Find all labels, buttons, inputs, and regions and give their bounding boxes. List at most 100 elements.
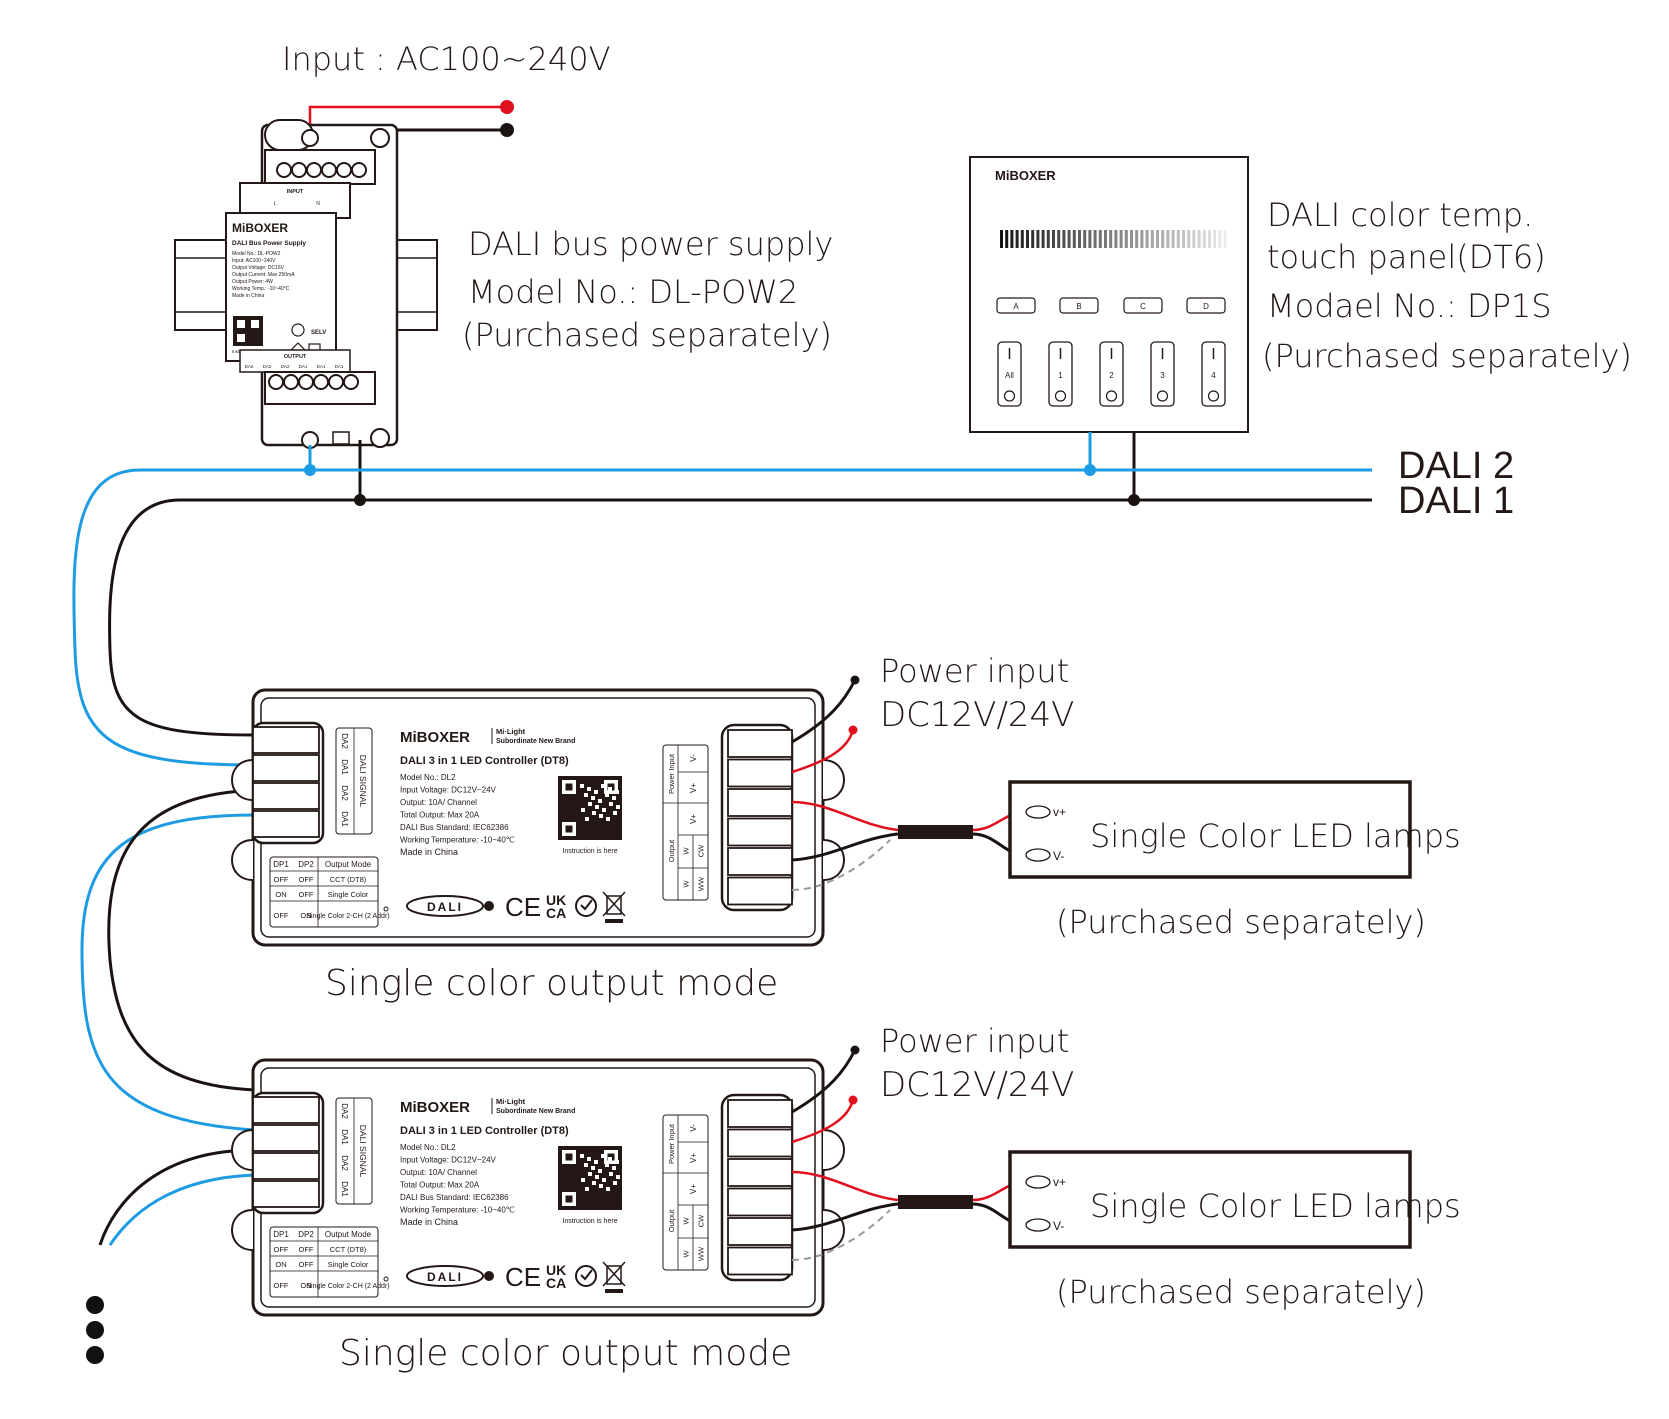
dip-header: Output Mode bbox=[325, 1230, 372, 1239]
output-terminal-slot[interactable] bbox=[727, 1217, 793, 1246]
scene-button-b-label: B bbox=[1076, 302, 1081, 311]
cct-slider-bar bbox=[1083, 230, 1087, 248]
output-terminal-slot[interactable] bbox=[727, 1128, 793, 1158]
dali1-onward bbox=[98, 1148, 256, 1246]
dip-cell: CCT (DT8) bbox=[330, 1245, 367, 1254]
zone-button-3[interactable]: 3 bbox=[1150, 341, 1175, 407]
weee-bin-icon bbox=[602, 891, 626, 923]
dip-cell: OFF bbox=[274, 911, 289, 920]
controller-spec: Working Temperature: -10~40℃ bbox=[400, 836, 515, 845]
output-terminal-slot[interactable] bbox=[727, 758, 793, 788]
output-header: Output bbox=[667, 1209, 676, 1232]
zone-button-3-label: 3 bbox=[1160, 371, 1165, 380]
junction-dot bbox=[304, 464, 316, 476]
output-term: WW bbox=[697, 876, 706, 891]
dali-terminal-block bbox=[251, 721, 325, 845]
ps-spec: Output Voltage: DC16V bbox=[232, 265, 285, 271]
lamp-vplus-terminal bbox=[1025, 1175, 1051, 1189]
cct-slider[interactable] bbox=[1000, 230, 1227, 248]
dali-terminal-slot[interactable] bbox=[252, 810, 320, 838]
cct-slider-bar bbox=[1010, 230, 1014, 248]
cct-slider-bar bbox=[1057, 230, 1061, 248]
dip-header: DP2 bbox=[298, 1230, 314, 1239]
output-vplus-wire bbox=[791, 1170, 899, 1202]
output-terminal-slot[interactable] bbox=[727, 1099, 793, 1128]
cct-slider-bar bbox=[1182, 230, 1185, 248]
more-devices-dot bbox=[86, 1346, 104, 1364]
zone-button-2[interactable]: 2 bbox=[1099, 341, 1124, 407]
output-terminal-slot[interactable] bbox=[727, 729, 793, 758]
dip-cell: Single Color 2-CH (2 Addr) bbox=[306, 1283, 389, 1290]
ps-output-term: DA2 bbox=[245, 364, 254, 369]
output-w-wire bbox=[791, 1202, 899, 1232]
ps-spec: Output Power: 4W bbox=[232, 279, 273, 285]
dali-signal-header: DALI SIGNAL bbox=[358, 755, 368, 808]
output-term: W bbox=[682, 880, 691, 888]
dali-signal-term: DA1 bbox=[340, 1129, 349, 1145]
dali-signal-term: DA2 bbox=[340, 785, 349, 801]
power-term-vplus: V+ bbox=[689, 1153, 698, 1163]
dali-terminal-slot[interactable] bbox=[252, 726, 320, 754]
output-terminal-slot[interactable] bbox=[727, 788, 793, 817]
cct-slider-bar bbox=[1046, 230, 1050, 248]
dip-cell: OFF bbox=[274, 1281, 289, 1290]
dali-logo-text: DALI bbox=[427, 900, 463, 914]
cct-slider-bar bbox=[1020, 230, 1024, 248]
rohs-icon bbox=[575, 1265, 597, 1287]
power-vplus-wire bbox=[791, 729, 855, 774]
dali-terminal-slot[interactable] bbox=[252, 1096, 320, 1124]
ps-output-term: DA1 bbox=[299, 364, 308, 369]
scene-button-a[interactable] bbox=[996, 297, 1036, 314]
dip-cell: Single Color bbox=[328, 1260, 369, 1269]
power-output-terminal-block bbox=[720, 1093, 794, 1282]
output-terminal-slot[interactable] bbox=[727, 847, 793, 876]
dali-terminal-slot[interactable] bbox=[252, 782, 320, 810]
dali-terminal-slot[interactable] bbox=[252, 754, 320, 782]
ce-mark-icon: CE bbox=[505, 1262, 541, 1292]
power-input-header: Power Input bbox=[667, 1123, 676, 1164]
power-input-voltage: DC12V/24V bbox=[880, 695, 1074, 735]
controller-brand: MiBOXER bbox=[400, 729, 470, 746]
cct-slider-bar bbox=[1000, 230, 1003, 248]
scene-button-b[interactable] bbox=[1059, 297, 1099, 314]
output-terminal-slot[interactable] bbox=[727, 1158, 793, 1187]
cct-slider-bar bbox=[1098, 230, 1102, 248]
dali-terminal-slot[interactable] bbox=[252, 1124, 320, 1152]
panel-title-line1: DALI color temp. bbox=[1267, 196, 1533, 234]
controller-spec: Input Voltage: DC12V~24V bbox=[400, 1156, 497, 1165]
dali-logo: DALI bbox=[406, 1265, 494, 1287]
input-label: Input : AC100~240V bbox=[282, 40, 611, 78]
qr-code-icon[interactable] bbox=[558, 1146, 622, 1210]
output-terminal-slot[interactable] bbox=[727, 876, 793, 906]
dali-terminal-slot[interactable] bbox=[252, 1152, 320, 1180]
dali-signal-term: DA1 bbox=[340, 1181, 349, 1197]
wire-connector bbox=[898, 825, 973, 839]
dali-terminal-slot[interactable] bbox=[252, 1180, 320, 1208]
dip-cell: ON bbox=[275, 1260, 286, 1269]
zone-button-4[interactable]: 4 bbox=[1201, 341, 1226, 407]
power-term-vplus: V+ bbox=[689, 783, 698, 793]
ps-selv: SELV bbox=[311, 330, 326, 336]
cct-slider-bar bbox=[1026, 230, 1029, 248]
power-input-label: Power input bbox=[880, 1022, 1069, 1060]
lamp-vminus-label: V- bbox=[1053, 1219, 1064, 1233]
scene-button-c[interactable] bbox=[1123, 297, 1163, 314]
output-term: W bbox=[682, 847, 691, 855]
unused-output-wire bbox=[791, 839, 891, 891]
controller-spec: Total Output: Max 20A bbox=[400, 811, 480, 820]
dip-header: Output Mode bbox=[325, 860, 372, 869]
output-terminal-slot[interactable] bbox=[727, 1246, 793, 1276]
dali2-to-controller2 bbox=[80, 813, 256, 1132]
junction-dot bbox=[1128, 494, 1140, 506]
output-terminal-slot[interactable] bbox=[727, 817, 793, 847]
ac-neutral-terminal bbox=[500, 123, 514, 137]
zone-button-1[interactable]: 1 bbox=[1048, 341, 1073, 407]
qr-code-icon[interactable] bbox=[558, 776, 622, 840]
scene-button-d[interactable] bbox=[1186, 297, 1226, 314]
controller-spec: Working Temperature: -10~40℃ bbox=[400, 1206, 515, 1215]
zone-button-all[interactable]: All bbox=[997, 341, 1022, 407]
output-terminal-slot[interactable] bbox=[727, 1187, 793, 1217]
